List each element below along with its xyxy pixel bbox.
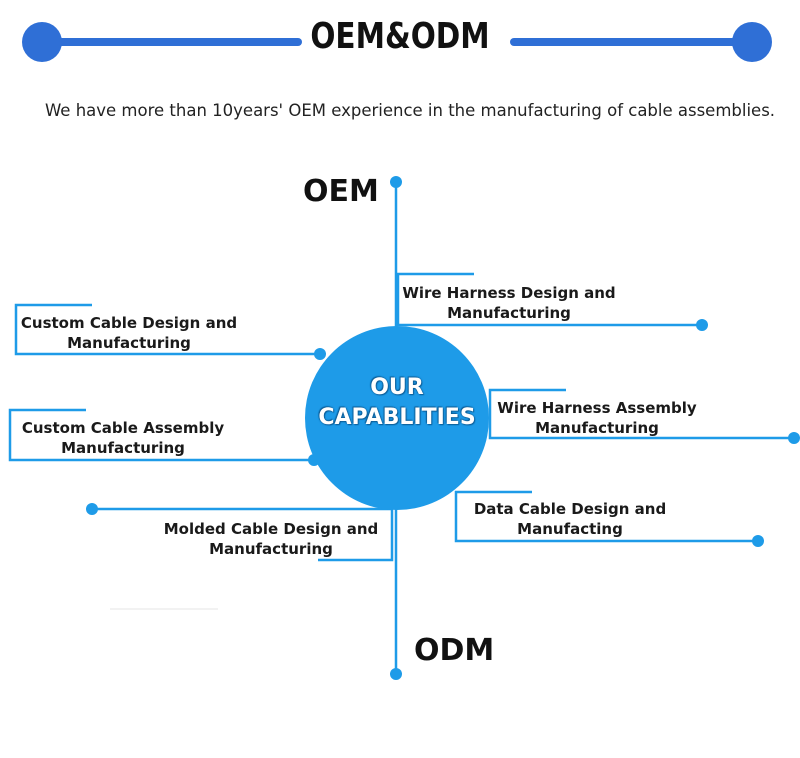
capability-line: Manufacting <box>517 520 623 538</box>
header-dot-right <box>732 22 772 62</box>
dot-wire-harness-assembly <box>788 432 800 444</box>
connector-wire-harness-design <box>396 272 702 327</box>
capability-wire-harness-assembly: Wire Harness Assembly Manufacturing <box>494 398 700 438</box>
capability-line: Custom Cable Design and <box>20 314 238 332</box>
capability-line: Custom Cable Assembly <box>21 419 225 437</box>
header-dot-left <box>22 22 62 62</box>
capability-line: Manufacturing <box>447 304 571 322</box>
capability-molded-cable-design: Molded Cable Design and Manufacturing <box>160 519 382 559</box>
capability-line: Molded Cable Design and <box>163 520 379 538</box>
capability-line: Wire Harness Assembly <box>497 399 697 417</box>
capability-custom-cable-design: Custom Cable Design and Manufacturing <box>18 313 240 353</box>
connector-molded-cable-design <box>92 507 394 562</box>
capability-line: Manufacturing <box>67 334 191 352</box>
capabilities-circle <box>305 326 489 510</box>
capability-data-cable-design: Data Cable Design and Manufacting <box>462 499 678 539</box>
capability-line: Manufacturing <box>535 419 659 437</box>
dot-data-cable-design <box>752 535 764 547</box>
connector-data-cable-design <box>454 490 758 543</box>
capability-line: Manufacturing <box>209 540 333 558</box>
connector-custom-cable-design <box>14 303 320 356</box>
capability-wire-harness-design: Wire Harness Design and Manufacturing <box>400 283 618 323</box>
connector-custom-cable-assembly <box>8 408 314 462</box>
page-title: OEM&ODM <box>310 16 490 57</box>
circle-line-2: CAPABLITIES <box>318 405 476 430</box>
axis-dot-bottom <box>390 668 402 680</box>
odm-label: ODM <box>414 633 495 668</box>
circle-line-1: OUR <box>370 375 424 400</box>
capability-line: Manufacturing <box>61 439 185 457</box>
axis-dot-top <box>390 176 402 188</box>
capability-line: Wire Harness Design and <box>402 284 616 302</box>
dot-molded-cable-design <box>86 503 98 515</box>
oem-label: OEM <box>303 174 379 209</box>
header-decoration <box>22 22 772 62</box>
dot-wire-harness-design <box>696 319 708 331</box>
capability-custom-cable-assembly: Custom Cable Assembly Manufacturing <box>14 418 232 458</box>
page-subtitle: We have more than 10years' OEM experienc… <box>44 101 776 120</box>
connector-wire-harness-assembly <box>488 388 794 440</box>
capabilities-circle-label: OUR CAPABLITIES <box>305 373 489 433</box>
capability-line: Data Cable Design and <box>473 500 667 518</box>
dot-custom-cable-design <box>314 348 326 360</box>
